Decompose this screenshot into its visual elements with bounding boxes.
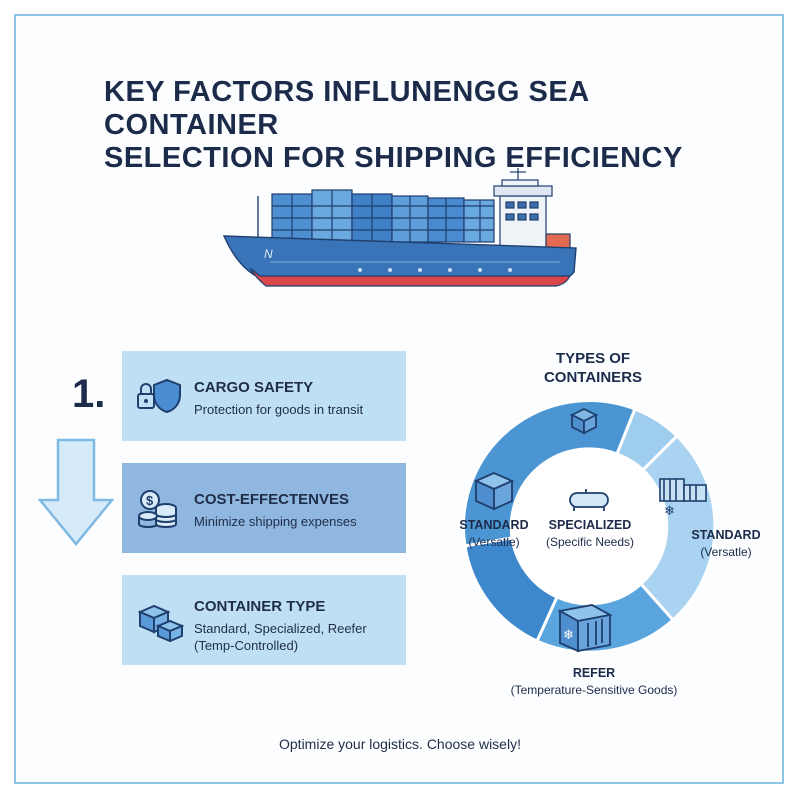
factor-title: CARGO SAFETY (194, 379, 314, 396)
svg-text:$: $ (146, 493, 154, 508)
factor-card-cargo-safety: CARGO SAFETY Protection for goods in tra… (122, 351, 406, 441)
segment-note: (Specific Needs) (545, 535, 635, 549)
svg-text:❄: ❄ (664, 504, 675, 519)
cargo-ship-illustration: N (222, 168, 577, 287)
wheel-title-line-2: CONTAINERS (543, 369, 643, 386)
hull-mark: N (264, 247, 273, 261)
step-number: 1. (72, 372, 106, 416)
container-types-wheel: TYPES OF CONTAINERS (450, 343, 770, 713)
title-line-2: SELECTION FOR SHIPPING EFFICIENCY (104, 142, 683, 174)
segment-label-bottom: REFER (Temperature-Sensitive Goods) (484, 665, 704, 699)
wheel-ring: ❄ ❄ (461, 398, 717, 654)
wheel-title: TYPES OF CONTAINERS (520, 349, 666, 387)
segment-label-right: STANDARD (Versatle) (684, 527, 768, 561)
shield-lock-icon (137, 378, 181, 414)
reefer-container-icon: ❄ (557, 604, 613, 653)
reefer-stack-icon: ❄ (659, 478, 707, 519)
factor-description: Standard, Specialized, Reefer (Temp-Cont… (194, 621, 367, 653)
down-arrow-icon (38, 438, 114, 546)
segment-note: (Versatle) (700, 545, 752, 559)
segment-label-left: STANDARD (Versatle) (452, 517, 536, 551)
segment-note: (Temperature-Sensitive Goods) (510, 683, 678, 697)
standard-container-icon (473, 472, 515, 511)
title-line-1: KEY FACTORS INFLUNENGG SEA CONTAINER (104, 76, 589, 141)
segment-name: REFER (572, 666, 616, 680)
segment-name: STANDARD (459, 518, 529, 532)
page-title: KEY FACTORS INFLUNENGG SEA CONTAINER SEL… (104, 76, 724, 175)
segment-label-center: SPECIALIZED (Specific Needs) (530, 517, 650, 551)
wheel-title-line-1: TYPES OF (555, 350, 631, 367)
segment-name: STANDARD (691, 528, 761, 542)
factor-description: Minimize shipping expenses (194, 514, 357, 529)
factor-title: CONTAINER TYPE (194, 598, 326, 615)
svg-text:❄: ❄ (563, 628, 574, 643)
ship-bridge (493, 168, 571, 253)
tank-container-icon (569, 489, 609, 511)
segment-note: (Versatle) (468, 535, 520, 549)
coin-stack-icon: $ (138, 490, 177, 528)
segment-name: SPECIALIZED (548, 518, 632, 532)
boxes-icon (137, 604, 185, 642)
factor-card-container-type: CONTAINER TYPE Standard, Specialized, Re… (122, 575, 406, 665)
factor-card-cost: $ COST-EFFECTENVES Minimize shipping exp… (122, 463, 406, 553)
factor-title: COST-EFFECTENVES (194, 491, 350, 508)
factor-description: Protection for goods in transit (194, 402, 364, 417)
container-box-icon (569, 407, 599, 435)
footer-tagline: Optimize your logistics. Choose wisely! (279, 736, 521, 752)
container-stack (271, 189, 495, 243)
